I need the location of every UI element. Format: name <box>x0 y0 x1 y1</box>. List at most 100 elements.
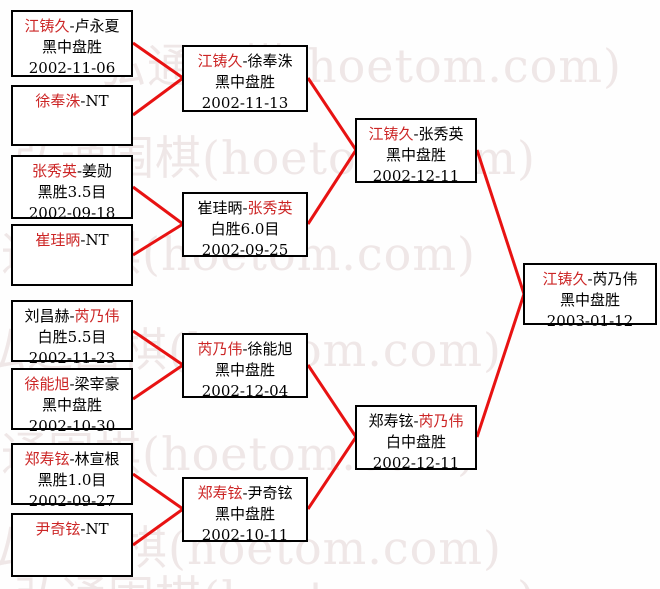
match-players: 江铸久-卢永夏 <box>13 16 131 37</box>
player-name: 徐奉洙 <box>35 92 81 110</box>
player-name: NT <box>85 520 109 538</box>
player-name: 林宣根 <box>74 450 120 468</box>
match-r16-3: 张秀英-姜勋 黑胜3.5目 2002-09-18 <box>11 155 133 222</box>
match-players: 郑寿铉-芮乃伟 <box>357 411 475 432</box>
players-separator: - <box>242 340 248 358</box>
connector-line <box>475 149 526 295</box>
match-qf-4: 郑寿铉-尹奇铉 黑中盘胜 2002-10-11 <box>182 477 308 544</box>
match-r16-8: 尹奇铉-NT <box>11 513 133 577</box>
player-name: 张秀英 <box>247 199 293 217</box>
match-result: 黑中盘胜 <box>41 38 102 56</box>
match-result: 黑中盘胜 <box>559 291 620 309</box>
player-name: 姜勋 <box>82 162 113 180</box>
match-result: 白中盘胜 <box>385 433 446 451</box>
match-r16-6: 徐能旭-梁宰豪 黑中盘胜 2002-10-30 <box>11 368 133 435</box>
match-date: 2002-12-11 <box>372 454 460 472</box>
player-name: 郑寿铉 <box>24 450 70 468</box>
match-date: 2003-01-12 <box>546 312 634 330</box>
match-result: 黑中盘胜 <box>385 146 446 164</box>
match-qf-1: 江铸久-徐奉洙 黑中盘胜 2002-11-13 <box>182 45 308 112</box>
player-name: 芮乃伟 <box>74 307 120 325</box>
watermark-text: 弘通围棋(hoetom.com) <box>14 562 536 589</box>
player-name: 芮乃伟 <box>197 340 243 358</box>
match-result: 黑中盘胜 <box>214 73 275 91</box>
player-name: 郑寿铉 <box>197 484 243 502</box>
match-date: 2002-10-30 <box>28 417 116 435</box>
match-r16-2: 徐奉洙-NT <box>11 85 133 146</box>
player-name: 刘昌赫 <box>24 307 70 325</box>
players-separator: - <box>413 412 419 430</box>
match-r16-4: 崔珪昞-NT <box>11 224 133 286</box>
connector-line <box>306 77 358 151</box>
match-r16-5: 刘昌赫-芮乃伟 白胜5.5目 2002-11-23 <box>11 300 133 367</box>
player-name: 张秀英 <box>418 125 464 143</box>
match-date: 2002-12-04 <box>201 382 289 400</box>
players-separator: - <box>80 92 86 110</box>
match-r16-1: 江铸久-卢永夏 黑中盘胜 2002-11-06 <box>11 10 133 77</box>
match-players: 郑寿铉-尹奇铉 <box>184 483 306 504</box>
players-separator: - <box>80 231 86 249</box>
match-players: 崔珪昞-张秀英 <box>184 198 306 219</box>
connector-line <box>132 41 184 80</box>
connector-line <box>306 149 358 225</box>
match-qf-2: 崔珪昞-张秀英 白胜6.0目 2002-09-25 <box>182 192 308 259</box>
match-result: 黑中盘胜 <box>214 361 275 379</box>
connector-line <box>306 364 358 438</box>
connector-line <box>132 185 184 226</box>
match-players: 芮乃伟-徐能旭 <box>184 339 306 360</box>
match-players: 江铸久-徐奉洙 <box>184 51 306 72</box>
match-result: 黑中盘胜 <box>41 396 102 414</box>
player-name: 梁宰豪 <box>74 375 120 393</box>
player-name: 卢永夏 <box>74 17 120 35</box>
match-sf-2: 郑寿铉-芮乃伟 白中盘胜 2002-12-11 <box>355 405 477 472</box>
match-date: 2002-11-06 <box>28 59 116 77</box>
match-r16-7: 郑寿铉-林宣根 黑胜1.0目 2002-09-27 <box>11 443 133 510</box>
connector-line <box>132 76 184 117</box>
match-date: 2002-09-25 <box>201 241 289 259</box>
players-separator: - <box>80 520 86 538</box>
match-players: 崔珪昞-NT <box>13 230 131 251</box>
player-name: 尹奇铉 <box>35 520 81 538</box>
player-name: 张秀英 <box>31 162 77 180</box>
match-date: 2002-11-13 <box>201 94 289 112</box>
player-name: 江铸久 <box>368 125 414 143</box>
match-sf-1: 江铸久-张秀英 黑中盘胜 2002-12-11 <box>355 118 477 185</box>
player-name: 尹奇铉 <box>247 484 293 502</box>
player-name: 徐奉洙 <box>247 52 293 70</box>
connector-line <box>306 436 358 510</box>
connector-line <box>132 507 184 547</box>
player-name: 徐能旭 <box>247 340 293 358</box>
player-name: 徐能旭 <box>24 375 70 393</box>
match-players: 江铸久-芮乃伟 <box>525 269 655 290</box>
match-result: 白胜6.0目 <box>210 220 280 238</box>
match-players: 张秀英-姜勋 <box>13 161 131 182</box>
players-separator: - <box>69 450 75 468</box>
match-date: 2002-09-18 <box>28 204 116 222</box>
player-name: NT <box>85 92 109 110</box>
connector-line <box>475 293 526 438</box>
players-separator: - <box>69 307 75 325</box>
match-qf-3: 芮乃伟-徐能旭 黑中盘胜 2002-12-04 <box>182 333 308 400</box>
players-separator: - <box>587 270 593 288</box>
match-players: 刘昌赫-芮乃伟 <box>13 306 131 327</box>
player-name: 芮乃伟 <box>592 270 638 288</box>
match-result: 黑胜3.5目 <box>37 183 107 201</box>
players-separator: - <box>242 484 248 502</box>
player-name: 郑寿铉 <box>368 412 414 430</box>
match-date: 2002-12-11 <box>372 167 460 185</box>
player-name: 芮乃伟 <box>418 412 464 430</box>
players-separator: - <box>69 375 75 393</box>
player-name: NT <box>85 231 109 249</box>
match-players: 尹奇铉-NT <box>13 519 131 540</box>
players-separator: - <box>76 162 83 180</box>
connector-line <box>132 363 184 401</box>
players-separator: - <box>413 125 419 143</box>
player-name: 江铸久 <box>24 17 70 35</box>
match-date: 2002-10-11 <box>201 526 289 544</box>
player-name: 崔珪昞 <box>197 199 243 217</box>
match-date: 2002-09-27 <box>28 492 116 510</box>
player-name: 江铸久 <box>542 270 588 288</box>
players-separator: - <box>242 199 248 217</box>
